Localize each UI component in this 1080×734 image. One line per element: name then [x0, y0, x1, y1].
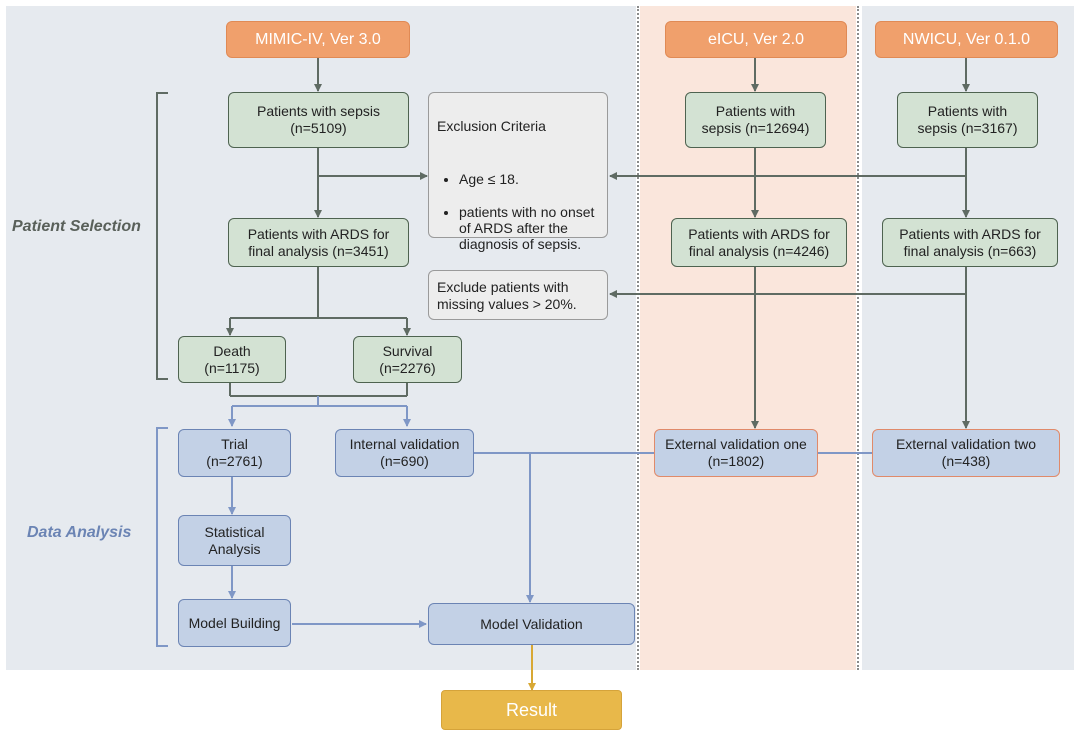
nwicu-sepsis-box: Patients with sepsis (n=3167): [897, 92, 1038, 148]
death-box: Death (n=1175): [178, 336, 286, 383]
eicu-source-box: eICU, Ver 2.0: [665, 21, 847, 58]
external-validation-one-box: External validation one (n=1802): [654, 429, 818, 477]
internal-validation-box: Internal validation (n=690): [335, 429, 474, 477]
patient-selection-label: Patient Selection: [12, 218, 141, 235]
mimic-source-box: MIMIC-IV, Ver 3.0: [226, 21, 410, 58]
result-box: Result: [441, 690, 622, 730]
data-analysis-label: Data Analysis: [27, 524, 132, 541]
survival-box: Survival (n=2276): [353, 336, 462, 383]
exclusion-item: patients with no onset of ARDS after the…: [459, 204, 599, 252]
eicu-ards-box: Patients with ARDS for final analysis (n…: [671, 218, 847, 267]
selection-bracket: [156, 92, 168, 380]
exclusion-criteria-box: Exclusion Criteria Age ≤ 18. patients wi…: [428, 92, 608, 252]
exclusion-title: Exclusion Criteria: [437, 118, 546, 134]
missing-values-box: Exclude patients with missing values > 2…: [428, 270, 608, 320]
statistical-analysis-box: Statistical Analysis: [178, 515, 291, 566]
external-validation-two-box: External validation two (n=438): [872, 429, 1060, 477]
analysis-bracket: [156, 427, 168, 647]
exclusion-item: Age ≤ 18.: [459, 171, 599, 187]
mimic-ards-box: Patients with ARDS for final analysis (n…: [228, 218, 409, 267]
trial-box: Trial (n=2761): [178, 429, 291, 477]
eicu-sepsis-box: Patients with sepsis (n=12694): [685, 92, 826, 148]
model-validation-box: Model Validation: [428, 603, 635, 645]
exclusion-list: Age ≤ 18. patients with no onset of ARDS…: [437, 154, 599, 269]
divider-line: [637, 6, 639, 670]
divider-line: [857, 6, 859, 670]
model-building-box: Model Building: [178, 599, 291, 647]
mimic-sepsis-box: Patients with sepsis (n=5109): [228, 92, 409, 148]
nwicu-ards-box: Patients with ARDS for final analysis (n…: [882, 218, 1058, 267]
nwicu-source-box: NWICU, Ver 0.1.0: [875, 21, 1058, 58]
